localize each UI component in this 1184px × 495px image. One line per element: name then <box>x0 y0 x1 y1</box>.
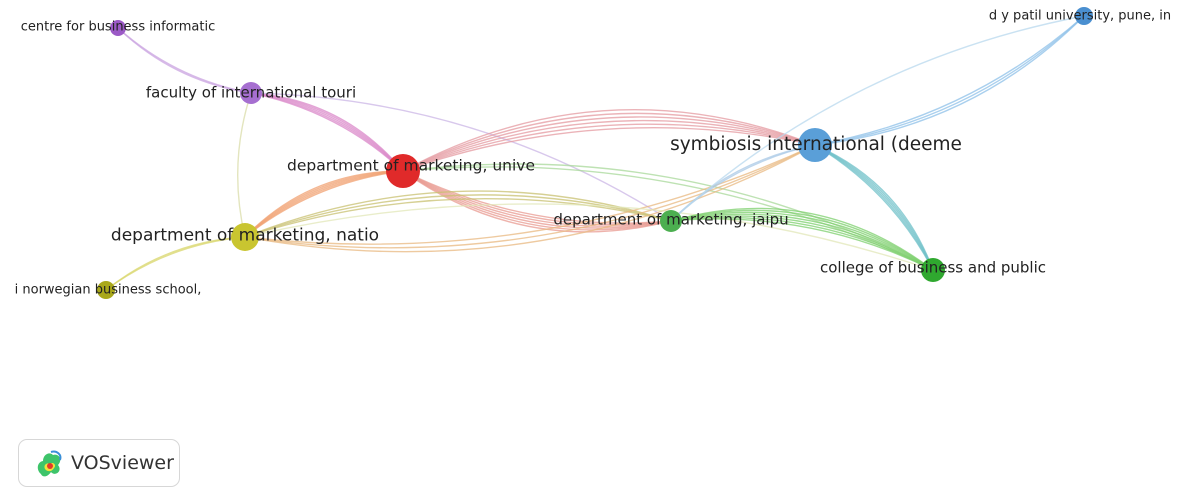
network-link <box>250 92 404 172</box>
network-node[interactable] <box>97 281 115 299</box>
network-link <box>402 170 672 231</box>
network-node[interactable] <box>1075 7 1093 25</box>
network-link <box>402 170 672 224</box>
network-node[interactable] <box>798 128 832 162</box>
vosviewer-logo[interactable]: VOSviewer <box>18 439 180 487</box>
network-link <box>402 170 672 233</box>
network-link <box>244 144 816 253</box>
network-link <box>670 218 934 271</box>
network-link <box>670 215 934 271</box>
brand-label: VOSviewer <box>71 452 174 474</box>
network-link <box>244 170 404 238</box>
network-link <box>244 170 404 238</box>
network-link <box>402 116 816 172</box>
network-link <box>402 166 934 271</box>
network-link <box>402 119 816 172</box>
network-link <box>670 207 934 271</box>
network-link <box>117 27 252 94</box>
network-link <box>402 170 672 227</box>
network-link <box>244 197 672 238</box>
network-node[interactable] <box>660 210 682 232</box>
network-link <box>244 190 672 238</box>
network-link <box>402 112 816 172</box>
network-link <box>244 203 934 271</box>
network-link <box>250 92 404 172</box>
network-link <box>814 144 934 271</box>
network-node[interactable] <box>386 154 420 188</box>
network-link <box>244 194 672 238</box>
network-link <box>670 15 1085 222</box>
network-link <box>670 209 934 271</box>
network-node[interactable] <box>110 20 126 36</box>
network-link <box>814 15 1085 146</box>
network-link <box>670 213 934 271</box>
network-link <box>402 123 816 172</box>
network-link <box>814 15 1085 146</box>
network-link <box>402 126 816 172</box>
nodes-layer <box>97 7 1093 299</box>
links-layer <box>105 15 1085 291</box>
network-link <box>670 216 934 271</box>
network-link <box>402 109 816 172</box>
vosviewer-icon <box>37 450 62 477</box>
network-link <box>670 211 934 271</box>
network-node[interactable] <box>921 258 945 282</box>
network-link <box>244 170 404 238</box>
network-node[interactable] <box>231 223 259 251</box>
network-link <box>244 144 816 245</box>
network-link <box>250 92 672 222</box>
network-link <box>237 92 252 238</box>
network-link <box>105 236 246 291</box>
network-link <box>814 15 1085 146</box>
network-link <box>250 92 404 172</box>
network-link <box>244 170 404 238</box>
network-link <box>117 27 252 94</box>
network-link <box>402 170 672 226</box>
network-node[interactable] <box>240 82 262 104</box>
network-link <box>244 170 404 238</box>
network-link <box>402 170 672 229</box>
network-link <box>250 92 404 172</box>
network-link <box>244 144 816 249</box>
network-link <box>105 236 246 291</box>
network-link <box>250 92 404 172</box>
